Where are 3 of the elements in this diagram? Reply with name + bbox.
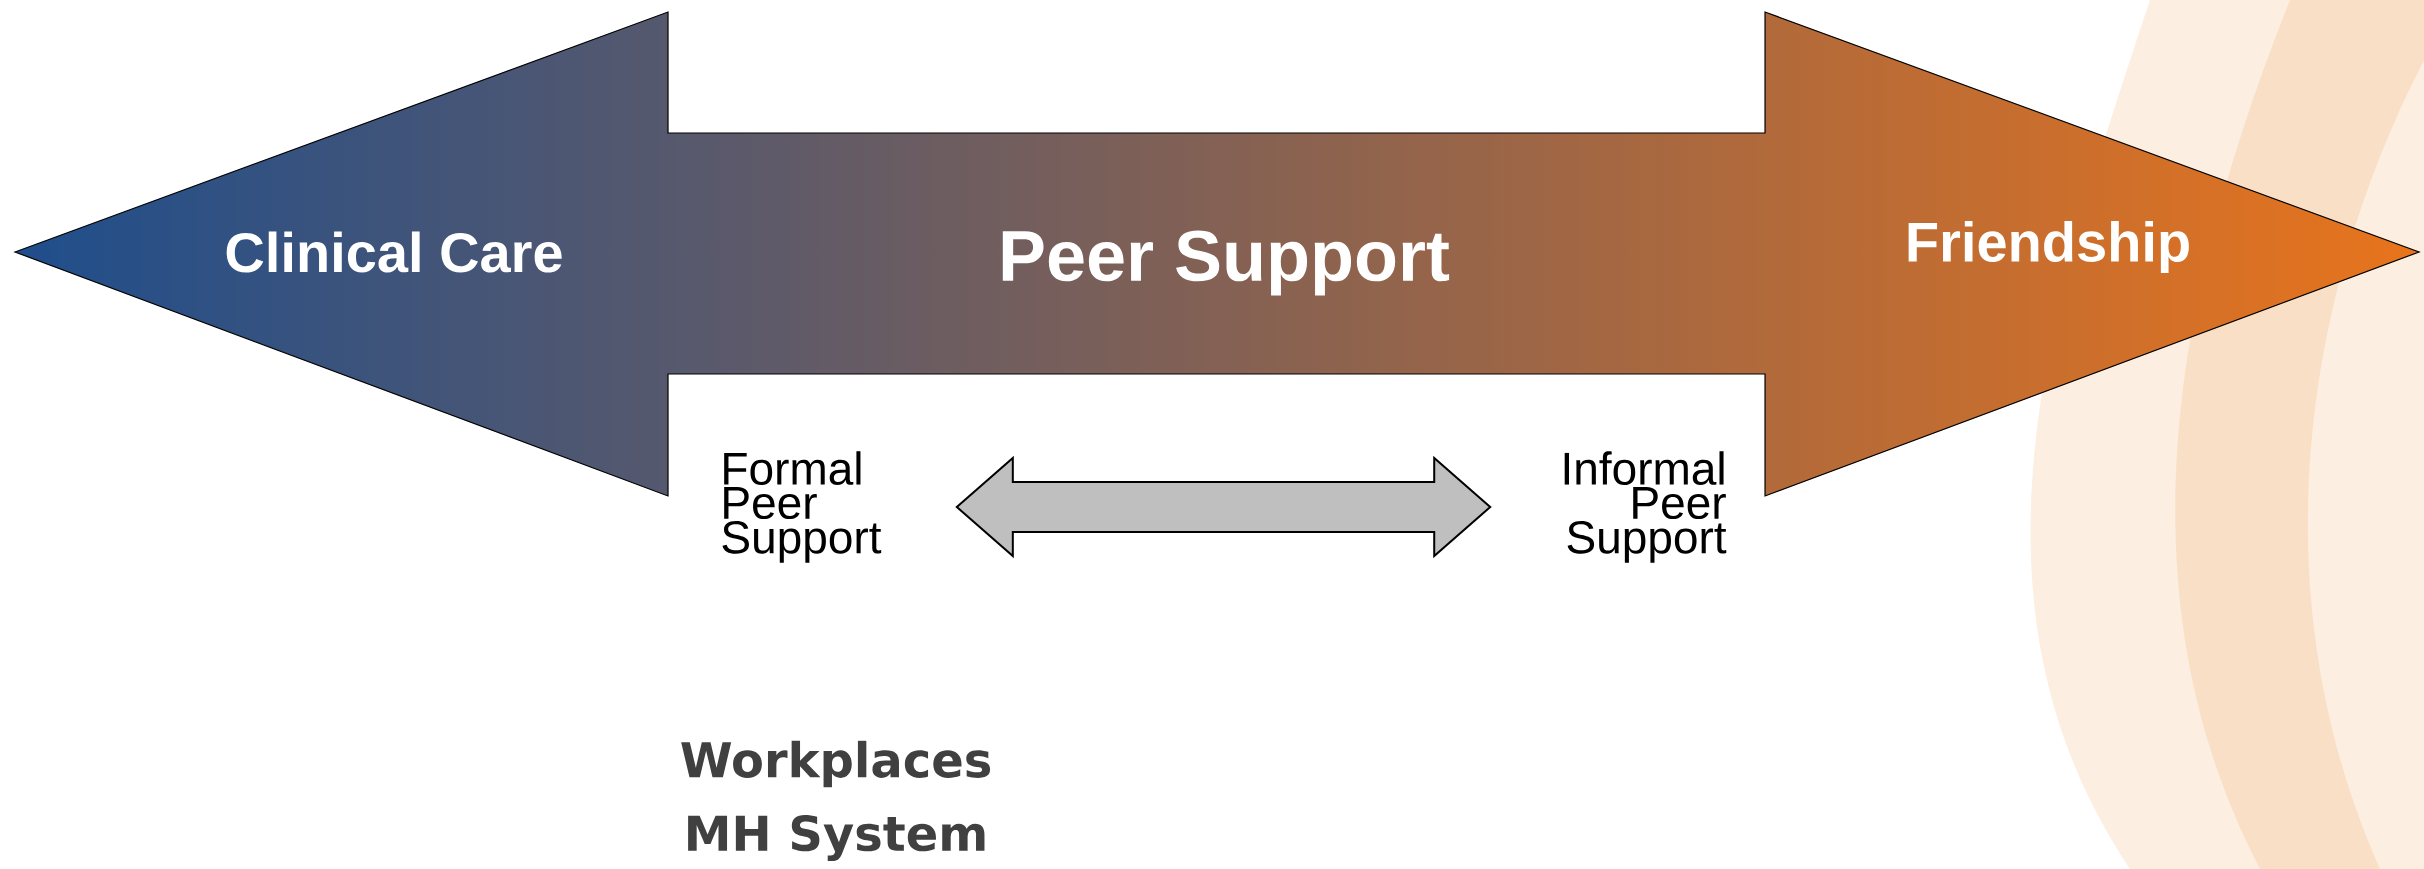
caption-text: MH System <box>688 815 985 861</box>
caption-text: Workplaces <box>681 740 991 788</box>
double-arrow <box>955 455 1492 559</box>
